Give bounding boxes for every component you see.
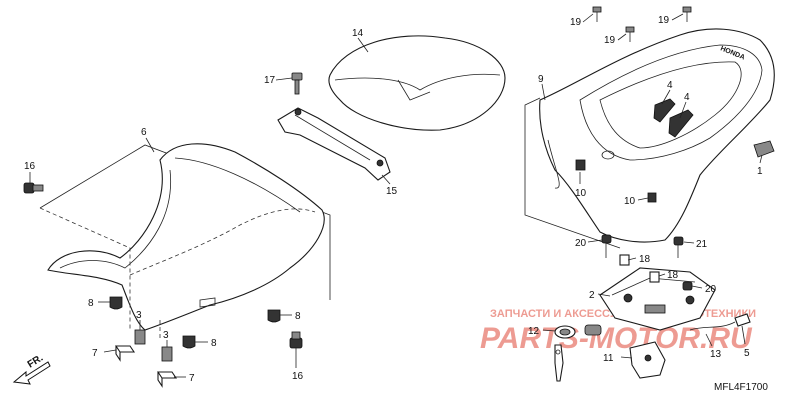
rear-cowl-body: [539, 28, 775, 243]
callout-1: 1: [757, 166, 763, 177]
rubber-8-a: [109, 296, 123, 310]
passenger-seat-crease: [397, 79, 431, 101]
clip-3-a: [134, 329, 146, 345]
pad-7-a: [114, 345, 136, 362]
callout-12: 12: [528, 326, 540, 337]
callout-13: 13: [710, 349, 722, 360]
callout-8: 8: [295, 311, 301, 322]
callout-18: 18: [639, 254, 651, 265]
callout-7: 7: [189, 373, 195, 384]
collar-18-b: [649, 271, 660, 283]
callout-3: 3: [136, 310, 142, 321]
callout-15: 15: [386, 186, 398, 197]
callout-19: 19: [658, 15, 670, 26]
callout-16: 16: [292, 371, 304, 382]
callout-6: 6: [141, 127, 147, 138]
cowl-hole: [601, 150, 615, 160]
rear-cowl-inner-recess: [599, 61, 742, 149]
screw-19-a: [592, 6, 602, 22]
seat-dashed-guide-left: [39, 207, 131, 330]
cowl-frame-line: [524, 97, 621, 249]
pad-7-b: [156, 371, 178, 388]
bolt-21: [673, 236, 684, 258]
bolt-17: [291, 72, 303, 95]
front-seat-seam-left: [59, 169, 172, 269]
front-seat-hook: [199, 297, 216, 308]
cable-13: [689, 313, 751, 331]
callout-10: 10: [575, 188, 587, 199]
grommet-10-b: [647, 192, 657, 203]
callout-10: 10: [624, 196, 636, 207]
callout-7: 7: [92, 348, 98, 359]
rubber-8-c: [182, 335, 196, 349]
passenger-seat-seam: [334, 73, 501, 91]
front-seat-seam-top: [174, 157, 301, 213]
bolt-20-a: [601, 234, 612, 258]
rear-cowl: HONDA: [524, 28, 775, 249]
lock-cylinder-12: [554, 324, 602, 339]
bolt-shank: [32, 184, 44, 192]
pad-4-b: [668, 109, 694, 138]
passenger-seat-body: [328, 35, 506, 131]
front-seat: [39, 143, 331, 340]
bolt-16-left: [23, 182, 44, 194]
leader-lines: [29, 13, 763, 378]
clip-3-b: [161, 346, 173, 362]
diagram-code: MFL4F1700: [714, 382, 768, 393]
callout-5: 5: [744, 348, 750, 359]
cap-1: [753, 140, 775, 158]
passenger-seat: [328, 35, 506, 131]
screw-19-c: [625, 26, 635, 42]
front-seat-body: [47, 143, 325, 331]
callout-19: 19: [570, 17, 582, 28]
grommet-10-a: [575, 159, 586, 171]
bracket-15: [277, 107, 391, 181]
latch-11: [629, 341, 666, 379]
callout-18: 18: [667, 270, 679, 281]
bolt-shank: [291, 331, 301, 340]
bracket-15-rib: [294, 114, 371, 161]
collar-18-a: [619, 254, 630, 266]
ignition-key: [554, 344, 564, 382]
front-direction-arrow: FR.: [12, 353, 51, 385]
arrow-icon: [12, 361, 51, 385]
callout-3: 3: [163, 330, 169, 341]
bolt-head: [23, 182, 35, 194]
bolt-head: [289, 337, 303, 349]
front-seat-hidden-edge: [129, 208, 316, 276]
pad-4-a: [653, 98, 676, 123]
bolt-16-bottom: [289, 331, 303, 349]
callout-8: 8: [211, 338, 217, 349]
bracket-15-body: [277, 107, 391, 181]
callout-4: 4: [667, 80, 673, 91]
callout-14: 14: [352, 28, 364, 39]
callout-16: 16: [24, 161, 36, 172]
callout-labels: 16 6 8 8 8 7 7 3 3 16 14 17 15 9 19 19 1…: [24, 15, 768, 393]
callout-21: 21: [696, 239, 708, 250]
callout-2: 2: [589, 290, 595, 301]
callout-17: 17: [264, 75, 276, 86]
callout-4: 4: [684, 92, 690, 103]
callout-20: 20: [575, 238, 587, 249]
callout-9: 9: [538, 74, 544, 85]
cowl-left-flank: [547, 139, 560, 189]
callout-20: 20: [705, 284, 717, 295]
screw-19-b: [682, 6, 692, 22]
callout-19: 19: [604, 35, 616, 46]
rear-cowl-inner-tray: [579, 44, 763, 161]
callout-11: 11: [603, 353, 614, 364]
bolt-20-b: [682, 281, 693, 291]
rubber-8-b: [267, 309, 281, 323]
callout-8: 8: [88, 298, 94, 309]
